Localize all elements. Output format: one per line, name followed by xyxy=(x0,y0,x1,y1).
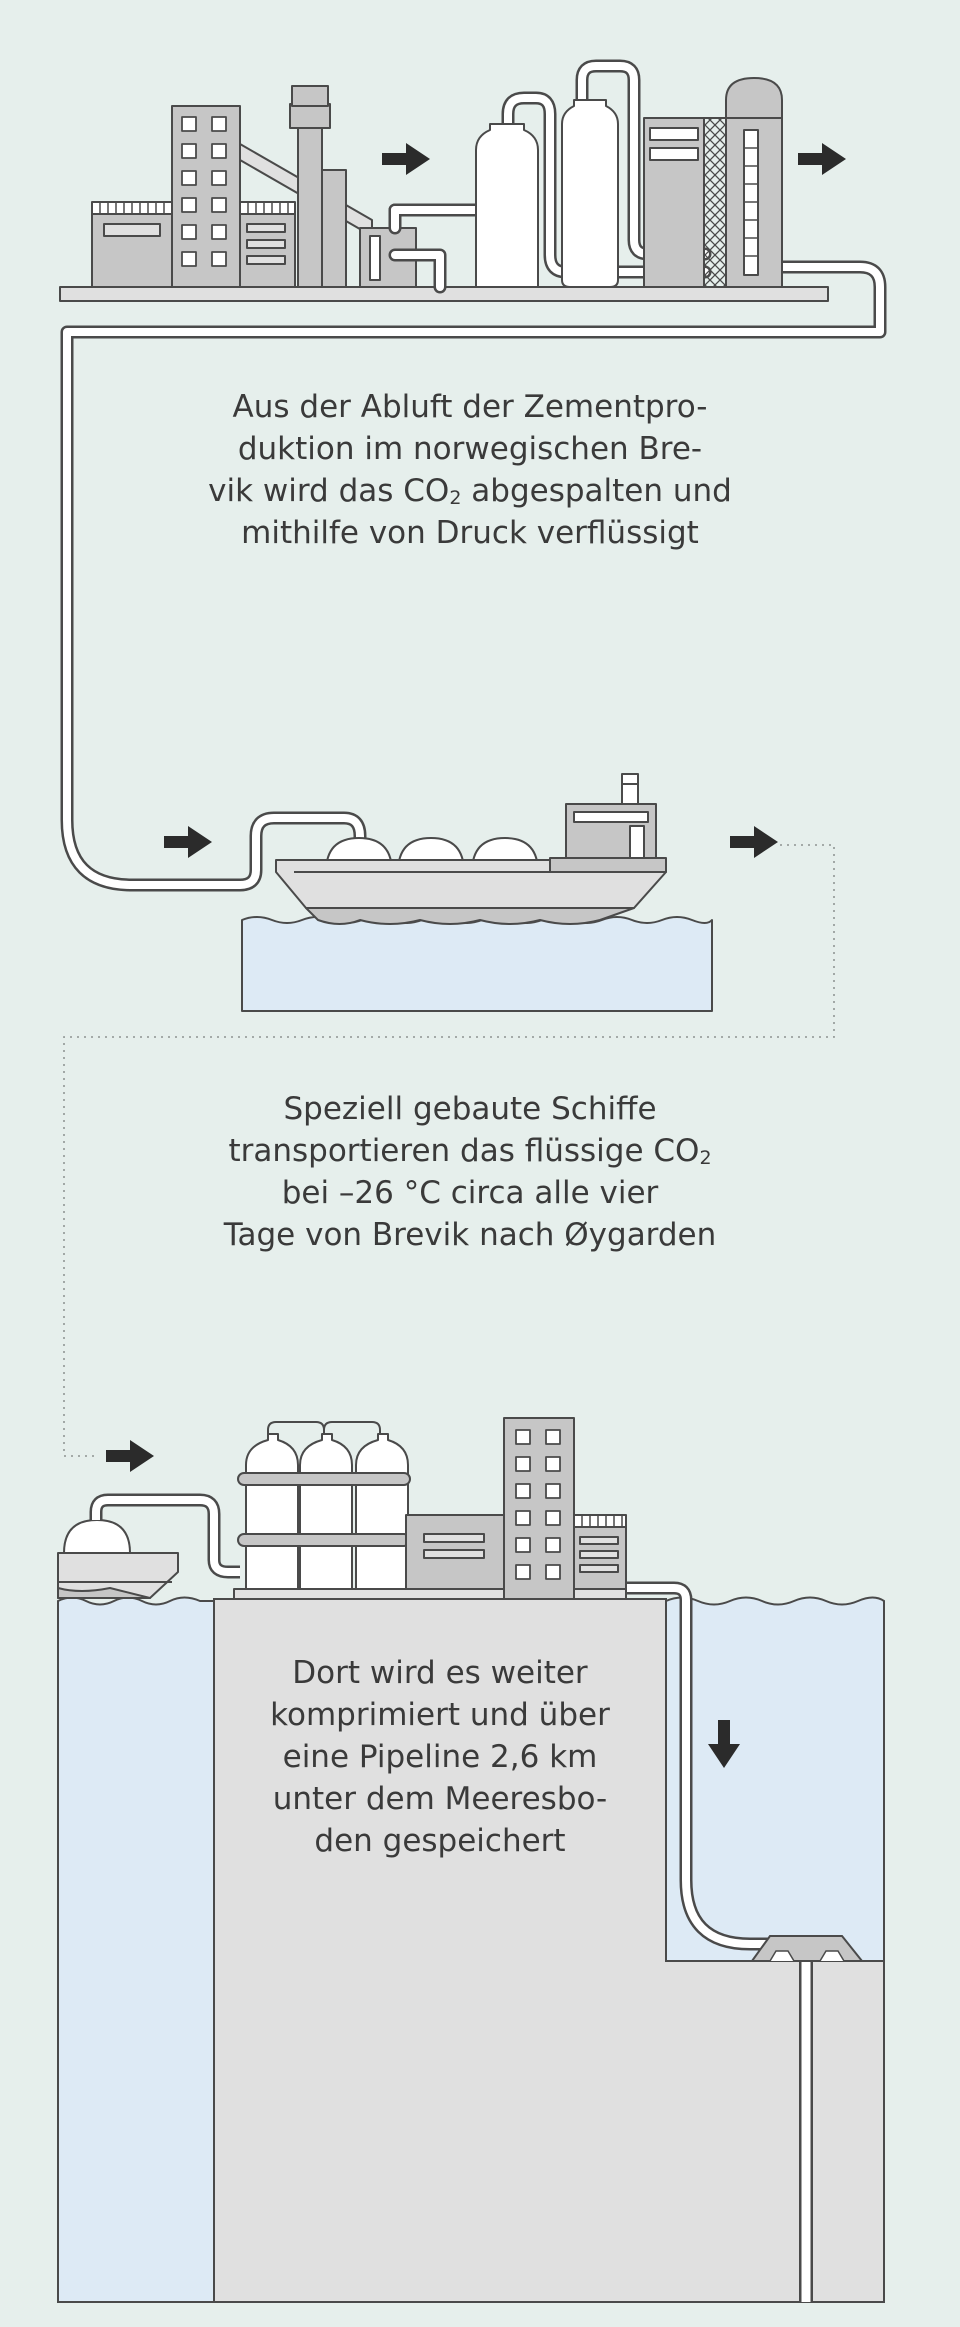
wellhead xyxy=(750,1935,865,1962)
flow-arrow-right-icon xyxy=(164,826,212,858)
caption-storage: Dort wird es weiter komprimiert und über… xyxy=(220,1652,660,1862)
caption-line: bei –26 °C circa alle vier xyxy=(281,1175,659,1211)
caption-line: Dort wird es weiter xyxy=(292,1655,588,1691)
storage-terminal xyxy=(233,1417,627,1600)
cement-plant xyxy=(59,85,829,302)
caption-line: Aus der Abluft der Zementpro- xyxy=(232,389,708,425)
caption-line: transportieren das flüssige CO2 xyxy=(228,1133,712,1169)
ship-water xyxy=(241,916,713,1012)
caption-line: Speziell gebaute Schiffe xyxy=(283,1091,657,1127)
ship-section xyxy=(241,773,713,1012)
flow-arrows xyxy=(106,143,846,1768)
caption-ship-transport: Speziell gebaute Schiffe transportieren … xyxy=(130,1088,810,1256)
plant-tall-building xyxy=(171,105,241,288)
flow-arrow-right-icon xyxy=(798,143,846,175)
flow-arrow-right-icon xyxy=(730,826,778,858)
caption-cement-plant: Aus der Abluft der Zementpro- duktion im… xyxy=(130,386,810,554)
capture-unit xyxy=(475,77,783,288)
flow-arrow-right-icon xyxy=(382,143,430,175)
capture-tank-2 xyxy=(561,99,619,288)
ship-route-dotted xyxy=(63,844,835,1457)
flow-arrow-right-icon xyxy=(106,1440,154,1472)
capture-tank-1 xyxy=(475,123,539,288)
seabed-ground xyxy=(213,1598,885,2303)
plant-chimney xyxy=(297,127,323,288)
caption-line: duktion im norwegischen Bre- xyxy=(237,431,703,467)
flow-arrow-down-icon xyxy=(708,1720,740,1768)
caption-line: unter dem Meeresbo- xyxy=(272,1781,608,1817)
caption-line: mithilfe von Druck verflüssigt xyxy=(241,515,699,551)
caption-line: eine Pipeline 2,6 km xyxy=(282,1739,598,1775)
caption-line: vik wird das CO2 abgespalten und xyxy=(208,473,732,509)
caption-line: komprimiert und über xyxy=(270,1697,610,1733)
storage-water xyxy=(57,1596,885,2303)
scrubber-column xyxy=(703,117,727,288)
docked-ship xyxy=(57,1519,179,1599)
storage-pipe xyxy=(626,1581,813,2302)
caption-line: Tage von Brevik nach Øygarden xyxy=(223,1217,717,1253)
caption-line: den gespeichert xyxy=(314,1823,566,1859)
